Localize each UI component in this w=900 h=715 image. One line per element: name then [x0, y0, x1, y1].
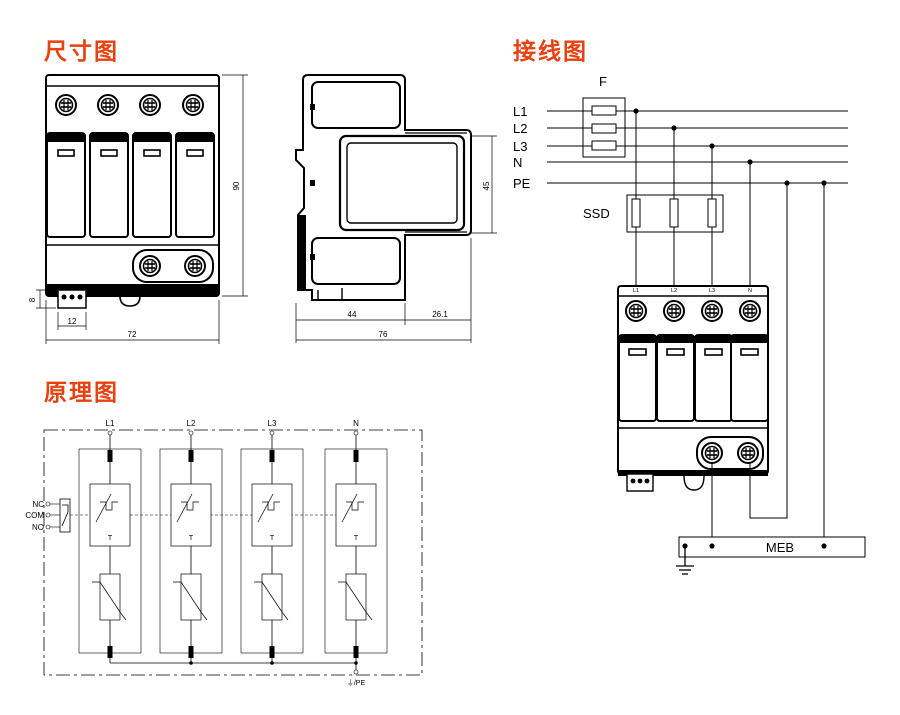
dimension-depth-b-label: 26.1 — [432, 310, 448, 319]
dimension-height-label: 90 — [232, 181, 241, 190]
fuse-icon — [591, 140, 617, 151]
terminal-icon — [107, 450, 113, 462]
terminal-icon — [353, 646, 359, 658]
ssd-fuse-icon — [631, 198, 641, 228]
switch-blade — [341, 493, 358, 523]
ssd-fuse-icon — [669, 198, 679, 228]
switch-blade — [257, 493, 274, 523]
line-label-n: N — [513, 155, 522, 170]
thermal-label: T — [354, 535, 359, 542]
terminal-icon — [269, 450, 275, 462]
thermal-symbol — [346, 501, 364, 511]
thermal-disconnector-icon — [89, 483, 131, 547]
line-label-pe: PE — [513, 176, 531, 191]
terminal-screw-icon — [97, 94, 119, 116]
dimension-total-depth-label: 76 — [379, 330, 388, 339]
terminal-label: L3 — [709, 288, 715, 294]
thermal-label: T — [189, 535, 194, 542]
varistor-curve — [254, 581, 289, 621]
protection-module — [132, 132, 172, 238]
switch-blade — [176, 493, 193, 523]
terminal-screw-icon — [139, 94, 161, 116]
contact-label-com: COM — [25, 511, 44, 520]
switch-blade — [95, 493, 112, 523]
protection-module — [46, 132, 86, 238]
thermal-label: T — [270, 535, 275, 542]
dimension-depth-a-label: 44 — [348, 310, 357, 319]
ground-pe-label: ⏚/PE — [347, 679, 366, 687]
fuse-icon — [591, 123, 617, 134]
terminal-icon — [188, 646, 194, 658]
thermal-disconnector-icon — [335, 483, 377, 547]
thermal-symbol — [262, 501, 280, 511]
varistor-curve — [92, 581, 127, 621]
varistor-curve — [338, 581, 373, 621]
terminal-label: L2 — [671, 288, 677, 294]
thermal-label: T — [108, 535, 113, 542]
protection-module — [618, 334, 657, 422]
side-view — [295, 74, 472, 301]
front-view — [45, 74, 220, 309]
phase-label: L1 — [106, 419, 115, 428]
dimension-terminal-height-label: 8 — [28, 297, 37, 302]
terminal-icon — [188, 450, 194, 462]
dimension-inner-height-label: 45 — [482, 181, 491, 190]
meb-label: MEB — [766, 540, 794, 555]
terminal-screw-icon — [625, 300, 647, 322]
line-label-l1: L1 — [513, 104, 527, 119]
pe-screw-icon — [737, 442, 759, 464]
pe-screw-icon — [184, 255, 206, 277]
pe-screw-icon — [139, 255, 161, 277]
terminal-screw-icon — [182, 94, 204, 116]
phase-label: N — [353, 419, 359, 428]
phase-terminal-icon — [269, 430, 275, 436]
phase-terminal-icon — [353, 430, 359, 436]
protection-module — [175, 132, 215, 238]
dimension-width-label: 72 — [128, 330, 137, 339]
dimension-terminal-width-label: 12 — [68, 317, 77, 326]
thermal-symbol — [181, 501, 199, 511]
dimension-drawing-title: 尺寸图 — [44, 39, 119, 65]
varistor-curve — [173, 581, 208, 621]
wiring-diagram: L1 L2 L3 N PE F SSD — [513, 74, 866, 575]
terminal-screw-icon — [663, 300, 685, 322]
thermal-symbol — [100, 501, 118, 511]
schematic-diagram: NC COM NO ⏚/PE — [25, 429, 423, 687]
protection-module — [694, 334, 733, 422]
terminal-label: L1 — [633, 288, 639, 294]
fuse-icon — [591, 105, 617, 116]
ssd-label: SSD — [583, 206, 610, 221]
ssd-fuse-icon — [707, 198, 717, 228]
terminal-screw-icon — [739, 300, 761, 322]
protection-module — [730, 334, 769, 422]
ground-icon — [676, 546, 694, 575]
terminal-screw-icon — [701, 300, 723, 322]
terminal-screw-icon — [55, 94, 77, 116]
phase-label: L2 — [187, 419, 196, 428]
fuse-label: F — [599, 74, 607, 89]
line-label-l3: L3 — [513, 139, 527, 154]
wiring-diagram-title: 接线图 — [513, 39, 588, 65]
thermal-disconnector-icon — [251, 483, 293, 547]
terminal-label: N — [748, 288, 752, 294]
phase-label: L3 — [268, 419, 277, 428]
terminal-icon — [353, 450, 359, 462]
contact-label-nc: NC — [32, 500, 44, 509]
schematic-phase-columns: L1T L2T L3T N T — [78, 419, 388, 663]
protection-module — [656, 334, 695, 422]
line-label-l2: L2 — [513, 121, 527, 136]
schematic-diagram-title: 原理图 — [44, 380, 119, 406]
phase-terminal-icon — [188, 430, 194, 436]
contact-label-no: NO — [32, 523, 44, 532]
thermal-disconnector-icon — [170, 483, 212, 547]
pe-screw-icon — [701, 442, 723, 464]
protection-module — [89, 132, 129, 238]
meb-bar — [678, 536, 866, 558]
phase-terminal-icon — [107, 430, 113, 436]
terminal-icon — [269, 646, 275, 658]
terminal-icon — [107, 646, 113, 658]
